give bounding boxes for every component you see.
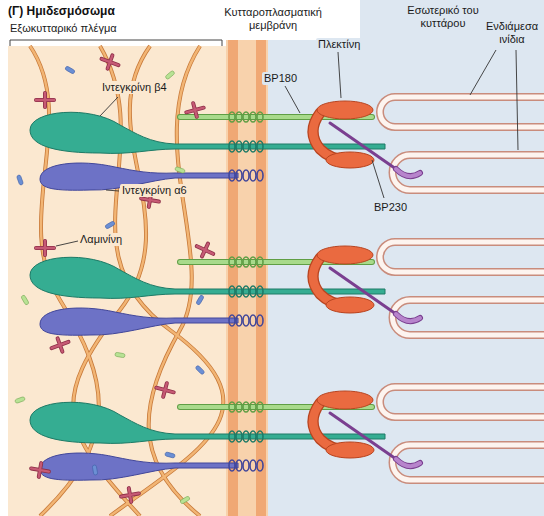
part-label: Ιντεγκρίνη β4 [100,81,169,94]
part-label: Ιντεγκρίνη α6 [120,184,189,197]
part-label: BP230 [372,201,409,214]
part-label: Λαμινίνη [78,233,124,246]
part-label: Εσωτερικό του κυττάρου [400,4,486,30]
part-label: Εξωκυτταρικό πλέγμα [8,22,119,35]
part-label: BP180 [262,72,299,85]
diagram-title: (Γ) Ημιδεσμόσωμα [8,4,115,18]
part-label: Ενδιάμεσα ινίδια [482,20,542,46]
part-label: Πλεκτίνη [316,38,362,51]
part-label: Κυτταροπλασματική μεμβράνη [205,6,341,32]
